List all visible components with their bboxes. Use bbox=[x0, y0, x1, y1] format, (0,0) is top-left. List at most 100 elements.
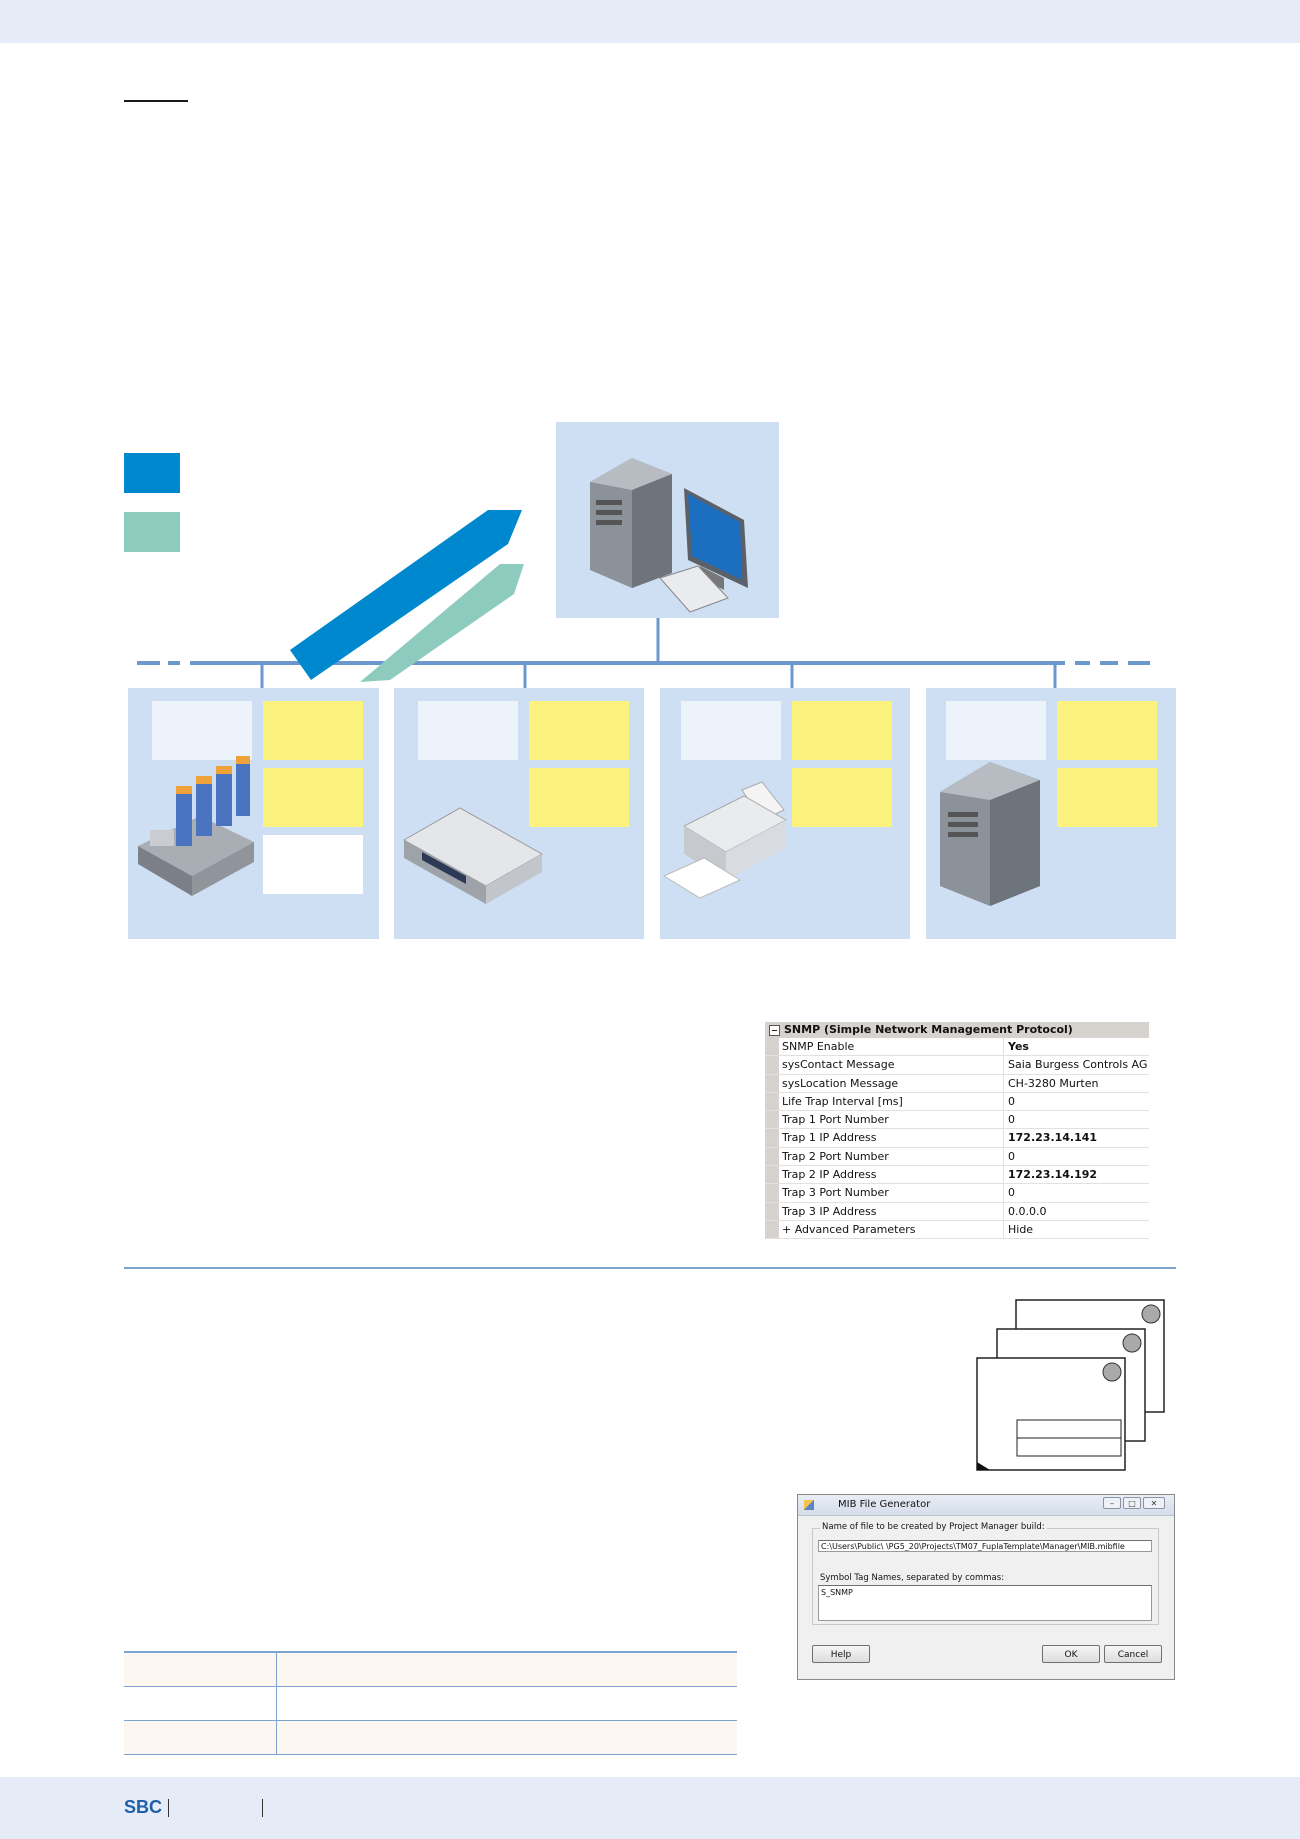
dialog-title: MIB File Generator bbox=[838, 1499, 931, 1510]
snmp-request-arrow bbox=[290, 510, 522, 680]
cancel-button[interactable]: Cancel bbox=[1104, 1645, 1162, 1663]
close-icon[interactable]: ✕ bbox=[1143, 1497, 1165, 1509]
device-note-box bbox=[263, 701, 363, 760]
footer-separator bbox=[262, 1799, 263, 1817]
table-cell bbox=[277, 1687, 737, 1720]
section-divider bbox=[124, 1267, 1176, 1269]
ok-button[interactable]: OK bbox=[1042, 1645, 1100, 1663]
snmp-property-name: Life Trap Interval [ms] bbox=[779, 1092, 1004, 1111]
device-note-box bbox=[792, 768, 892, 827]
header-band bbox=[0, 0, 1300, 43]
legend-swatch-trap bbox=[124, 512, 180, 552]
snmp-row-gutter bbox=[765, 1220, 779, 1239]
table-cell bbox=[124, 1721, 277, 1754]
tags-label: Symbol Tag Names, separated by commas: bbox=[820, 1573, 1005, 1583]
table-cell bbox=[277, 1721, 737, 1754]
snmp-grid-row[interactable]: Trap 3 Port Number 0 bbox=[765, 1184, 1149, 1203]
table-row bbox=[124, 1687, 737, 1721]
snmp-property-value[interactable]: 0 bbox=[1008, 1113, 1015, 1127]
device-label-box bbox=[152, 701, 252, 760]
snmp-grid-row[interactable]: Trap 2 IP Address 172.23.14.192 bbox=[765, 1166, 1149, 1185]
printer-icon bbox=[662, 781, 788, 899]
device-label-box bbox=[418, 701, 518, 760]
app-icon bbox=[804, 1500, 814, 1510]
snmp-row-gutter bbox=[765, 1184, 779, 1202]
snmp-property-grid: SNMP (Simple Network Management Protocol… bbox=[765, 1022, 1149, 1240]
snmp-grid-row[interactable]: sysLocation Message CH-3280 Murten bbox=[765, 1074, 1149, 1093]
symbol-tags-field[interactable]: S_SNMP bbox=[818, 1585, 1152, 1621]
network-switch-icon bbox=[402, 807, 544, 904]
device-note-box bbox=[529, 768, 629, 827]
snmp-property-value[interactable]: CH-3280 Murten bbox=[1008, 1076, 1099, 1090]
snmp-property-name: + Advanced Parameters bbox=[779, 1220, 1004, 1239]
snmp-row-gutter bbox=[765, 1056, 779, 1074]
server-tower-icon bbox=[940, 762, 1040, 906]
stacked-mib-files-illustration bbox=[976, 1299, 1165, 1471]
snmp-property-name: sysLocation Message bbox=[779, 1074, 1004, 1092]
plc-controller-icon bbox=[138, 756, 254, 896]
snmp-property-name: Trap 1 IP Address bbox=[779, 1129, 1004, 1147]
table-cell bbox=[124, 1687, 277, 1720]
snmp-property-value[interactable]: 0.0.0.0 bbox=[1008, 1204, 1047, 1218]
snmp-grid-header-label: SNMP (Simple Network Management Protocol… bbox=[784, 1023, 1073, 1036]
snmp-row-gutter bbox=[765, 1147, 779, 1166]
snmp-row-gutter bbox=[765, 1111, 779, 1129]
table-row bbox=[124, 1721, 737, 1755]
device-note-box-empty bbox=[263, 835, 363, 894]
snmp-property-value[interactable]: Yes bbox=[1008, 1040, 1029, 1053]
snmp-property-value[interactable]: Hide bbox=[1008, 1222, 1034, 1236]
snmp-property-name: Trap 2 IP Address bbox=[779, 1166, 1004, 1184]
snmp-property-name: Trap 1 Port Number bbox=[779, 1111, 1004, 1129]
snmp-row-gutter bbox=[765, 1092, 779, 1111]
snmp-property-value[interactable]: 172.23.14.141 bbox=[1008, 1131, 1098, 1145]
minimize-icon[interactable]: – bbox=[1103, 1497, 1121, 1509]
snmp-grid-row[interactable]: Trap 2 Port Number 0 bbox=[765, 1147, 1149, 1167]
snmp-grid-row[interactable]: Life Trap Interval [ms] 0 bbox=[765, 1092, 1149, 1112]
snmp-row-gutter bbox=[765, 1129, 779, 1147]
snmp-grid-row[interactable]: + Advanced Parameters Hide bbox=[765, 1220, 1149, 1240]
snmp-property-value[interactable]: 172.23.14.192 bbox=[1008, 1168, 1098, 1182]
mib-file-generator-dialog: MIB File Generator – □ ✕ Name of file to… bbox=[797, 1494, 1175, 1680]
title-underline bbox=[124, 100, 188, 102]
snmp-row-gutter bbox=[765, 1074, 779, 1092]
maximize-icon[interactable]: □ bbox=[1123, 1497, 1141, 1509]
snmp-grid-row[interactable]: sysContact Message Saia Burgess Controls … bbox=[765, 1056, 1149, 1075]
footer-separator bbox=[168, 1799, 169, 1817]
snmp-property-value[interactable]: Saia Burgess Controls AG bbox=[1008, 1058, 1148, 1072]
table-row bbox=[124, 1653, 737, 1687]
workstation-icon bbox=[590, 458, 748, 613]
table-cell bbox=[124, 1653, 277, 1686]
snmp-grid-row[interactable]: Trap 1 Port Number 0 bbox=[765, 1111, 1149, 1130]
snmp-row-gutter bbox=[765, 1038, 779, 1056]
device-note-box bbox=[1057, 768, 1157, 827]
network-diagram bbox=[128, 422, 1176, 939]
network-bus bbox=[137, 618, 1150, 688]
file-name-label: Name of file to be created by Project Ma… bbox=[820, 1522, 1047, 1532]
legend-swatch-snmp bbox=[124, 453, 180, 493]
device-note-box bbox=[1057, 701, 1157, 760]
snmp-grid-row[interactable]: Trap 3 IP Address 0.0.0.0 bbox=[765, 1202, 1149, 1221]
snmp-property-value[interactable]: 0 bbox=[1008, 1094, 1015, 1108]
device-label-box bbox=[681, 701, 781, 760]
snmp-property-name: Trap 3 Port Number bbox=[779, 1184, 1004, 1202]
snmp-property-name: Trap 3 IP Address bbox=[779, 1202, 1004, 1220]
trap-arrow bbox=[360, 564, 524, 682]
snmp-property-name: Trap 2 Port Number bbox=[779, 1147, 1004, 1166]
snmp-row-gutter bbox=[765, 1202, 779, 1220]
table-cell bbox=[277, 1653, 737, 1686]
snmp-property-value[interactable]: 0 bbox=[1008, 1149, 1015, 1163]
snmp-property-name: sysContact Message bbox=[779, 1056, 1004, 1074]
info-table bbox=[124, 1651, 737, 1755]
snmp-property-value[interactable]: 0 bbox=[1008, 1186, 1015, 1200]
dialog-title-bar[interactable]: MIB File Generator – □ ✕ bbox=[798, 1495, 1174, 1516]
snmp-grid-row[interactable]: Trap 1 IP Address 172.23.14.141 bbox=[765, 1129, 1149, 1148]
collapse-icon[interactable] bbox=[769, 1024, 780, 1036]
device-note-box bbox=[263, 768, 363, 827]
file-path-field[interactable]: C:\Users\Public\ \PG5_20\Projects\TM07_F… bbox=[818, 1540, 1152, 1552]
snmp-row-gutter bbox=[765, 1166, 779, 1184]
help-button[interactable]: Help bbox=[812, 1645, 870, 1663]
footer-band bbox=[0, 1777, 1300, 1839]
snmp-grid-header[interactable]: SNMP (Simple Network Management Protocol… bbox=[765, 1022, 1149, 1038]
